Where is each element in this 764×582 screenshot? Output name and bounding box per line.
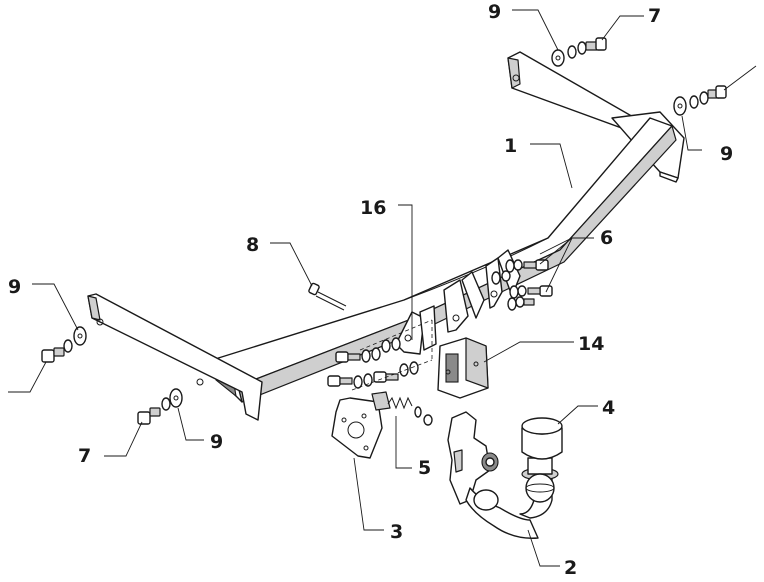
towing-hook-2 <box>447 411 553 539</box>
bolt-6c <box>507 296 535 311</box>
bolt-left-a <box>335 347 381 363</box>
bolt-set-6 <box>491 259 553 311</box>
callout-9-left: 9 <box>8 276 21 298</box>
bolt-6a <box>505 259 549 273</box>
callout-3: 3 <box>390 521 403 543</box>
callout-9-bottom: 9 <box>210 431 223 453</box>
bolt-left-d <box>381 337 401 353</box>
callout-labels: 9 7 9 1 16 8 6 9 14 4 7 9 5 3 2 <box>8 1 733 579</box>
bolt-left-b <box>327 373 373 389</box>
top-bolt-set <box>551 37 607 67</box>
mounting-plates <box>395 249 521 355</box>
callout-9-right: 9 <box>720 143 733 165</box>
right-mounting-bracket <box>507 51 685 183</box>
left-bolt-set-lower <box>137 388 183 425</box>
callout-8: 8 <box>246 234 259 256</box>
socket-bracket <box>331 391 391 459</box>
callout-2: 2 <box>564 557 577 579</box>
callout-14: 14 <box>578 333 604 355</box>
long-bolt-8 <box>308 282 347 311</box>
callout-7-top: 7 <box>648 5 661 27</box>
callout-1: 1 <box>504 135 517 157</box>
bolt-6b <box>509 285 553 299</box>
tow-ball-4 <box>521 417 563 503</box>
spring-washer-set-5 <box>387 396 433 426</box>
right-bolt-set <box>673 85 727 116</box>
leader-lines <box>8 9 757 567</box>
bolt-set-left <box>327 319 433 391</box>
callout-5: 5 <box>418 457 431 479</box>
electric-socket-14 <box>437 337 489 399</box>
callout-7-bottom: 7 <box>78 445 91 467</box>
bolt-left-c <box>373 361 419 383</box>
callout-4: 4 <box>602 397 615 419</box>
left-bolt-set-upper <box>41 326 87 363</box>
bolt-6d <box>491 270 511 285</box>
callout-16: 16 <box>360 197 386 219</box>
callout-6: 6 <box>600 227 613 249</box>
left-mounting-bracket <box>87 293 263 421</box>
callout-9-top: 9 <box>488 1 501 23</box>
